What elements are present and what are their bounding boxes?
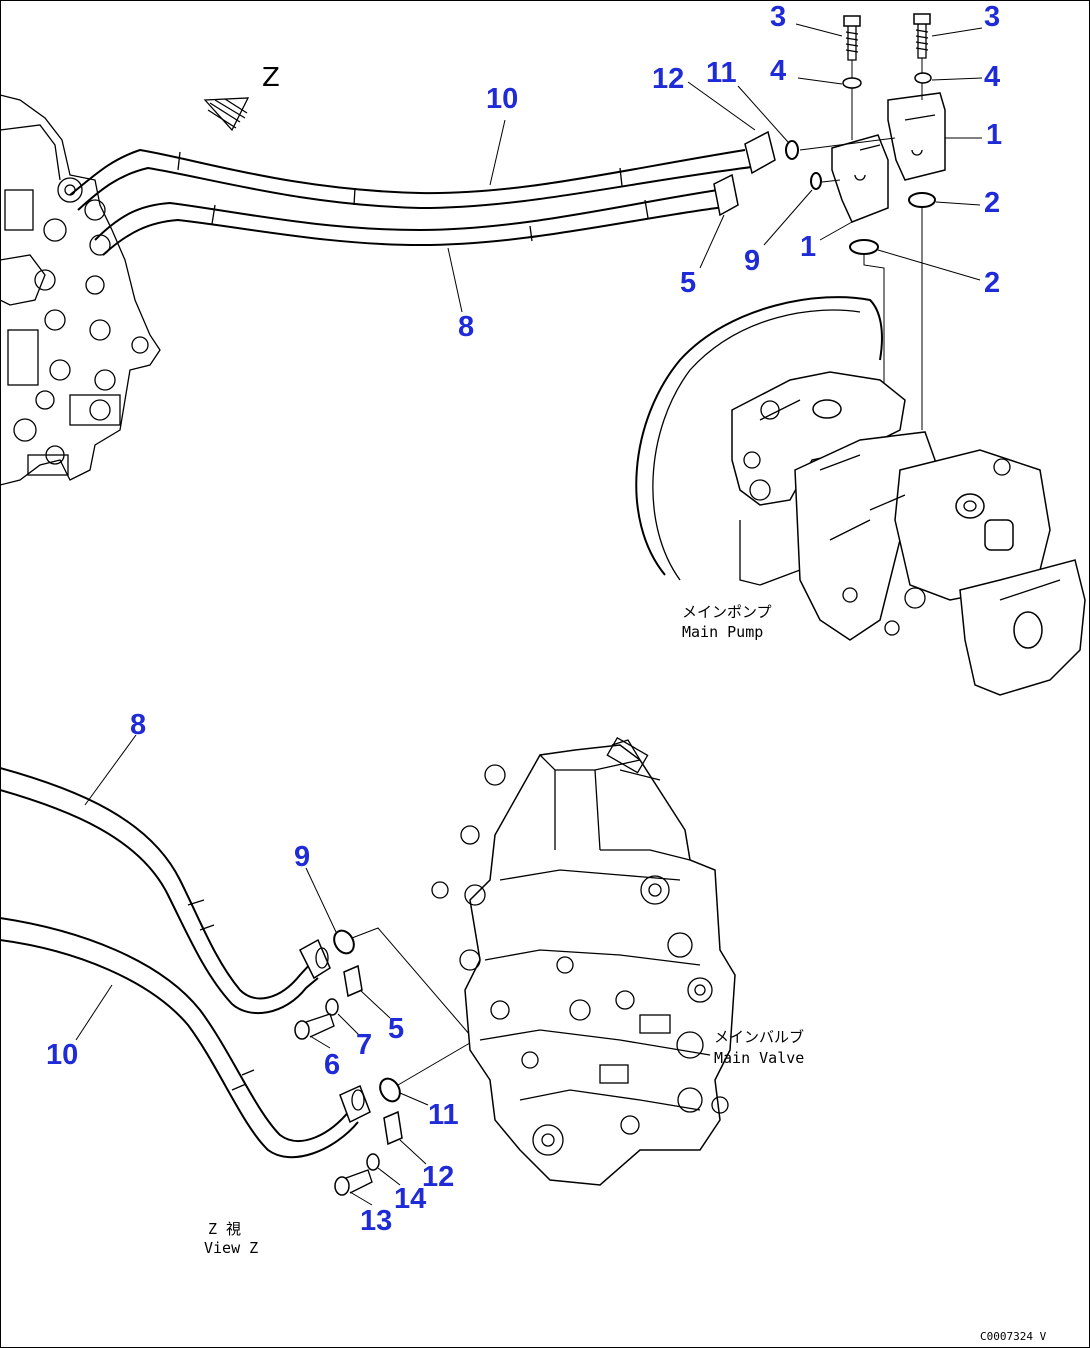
main-valve-label-ja: メインバルブ bbox=[714, 1028, 804, 1046]
callout-11: 11 bbox=[706, 57, 737, 89]
washer-4-left bbox=[842, 77, 862, 89]
assembly-line bbox=[397, 1039, 476, 1086]
callout-3: 3 bbox=[984, 1, 1000, 33]
hose-8-lower bbox=[0, 767, 331, 1015]
split-flange-5 bbox=[343, 964, 363, 998]
callout-12: 12 bbox=[652, 63, 684, 95]
callout-5: 5 bbox=[388, 1013, 404, 1045]
lower-leaders bbox=[75, 734, 429, 1206]
callout-1: 1 bbox=[800, 231, 816, 263]
callout-9: 9 bbox=[744, 245, 760, 277]
view-z-marker: Z bbox=[262, 63, 280, 93]
callout-7: 7 bbox=[356, 1029, 372, 1061]
callout-2: 2 bbox=[984, 187, 1000, 219]
callout-11: 11 bbox=[428, 1099, 459, 1131]
callout-6: 6 bbox=[324, 1049, 340, 1081]
washer-14 bbox=[366, 1153, 380, 1171]
main-pump bbox=[635, 296, 1086, 696]
view-z-arrow bbox=[203, 97, 250, 132]
callout-13: 13 bbox=[360, 1205, 392, 1237]
split-flange-12 bbox=[383, 1110, 403, 1146]
callout-2: 2 bbox=[984, 267, 1000, 299]
o-ring-9-upper bbox=[810, 172, 822, 190]
callout-10: 10 bbox=[486, 83, 518, 115]
callout-3: 3 bbox=[770, 1, 786, 33]
callout-14: 14 bbox=[394, 1183, 426, 1215]
assembly-line bbox=[799, 137, 896, 151]
callout-5: 5 bbox=[680, 267, 696, 299]
callout-12: 12 bbox=[422, 1161, 454, 1193]
washer-4-right bbox=[914, 72, 932, 84]
assembly-line bbox=[821, 179, 841, 183]
callout-4: 4 bbox=[770, 55, 786, 87]
bolt-6 bbox=[294, 1013, 335, 1040]
main-pump-label-en: Main Pump bbox=[682, 623, 763, 641]
main-pump-label-ja: メインポンプ bbox=[682, 603, 772, 621]
bolt-13 bbox=[334, 1169, 373, 1196]
assembly-line bbox=[863, 254, 885, 495]
view-z-title: Z 視 bbox=[208, 1220, 241, 1238]
washer-7 bbox=[325, 998, 339, 1016]
drawing-code: C0007324 V bbox=[980, 1330, 1047, 1343]
callout-1: 1 bbox=[986, 119, 1002, 151]
callout-10: 10 bbox=[46, 1039, 78, 1071]
hose-10-lower bbox=[0, 917, 371, 1159]
o-ring-11-lower bbox=[379, 1077, 401, 1103]
view-z-caption: View Z bbox=[204, 1239, 258, 1257]
flange-1-right bbox=[887, 92, 946, 181]
upper-leaders bbox=[447, 23, 983, 313]
main-valve-label-en: Main Valve bbox=[714, 1049, 804, 1067]
hose-8-upper bbox=[94, 173, 739, 256]
callout-9: 9 bbox=[294, 841, 310, 873]
o-ring-11-upper bbox=[785, 140, 799, 160]
callout-4: 4 bbox=[984, 61, 1000, 93]
main-valve-lower bbox=[431, 736, 736, 1186]
o-ring-9-lower bbox=[333, 929, 355, 955]
hose-10-upper bbox=[69, 130, 776, 211]
main-valve-upper bbox=[0, 94, 161, 486]
callout-8: 8 bbox=[458, 311, 474, 343]
assembly-line bbox=[351, 927, 471, 1036]
flange-1-left bbox=[831, 134, 889, 223]
callout-8: 8 bbox=[130, 709, 146, 741]
